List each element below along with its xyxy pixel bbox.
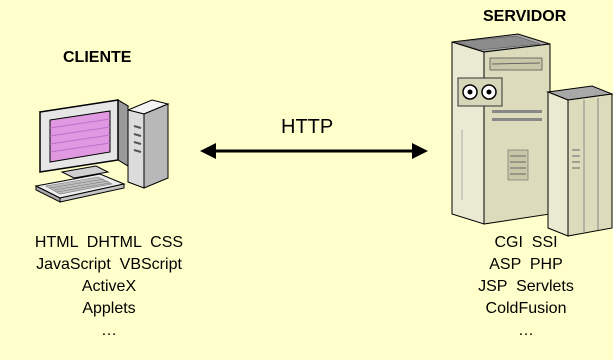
- client-technologies-list: HTML DHTML CSS JavaScript VBScript Activ…: [0, 232, 218, 342]
- list-item: …: [101, 322, 117, 339]
- desktop-computer-icon: [34, 99, 170, 203]
- list-item: ColdFusion: [485, 300, 567, 317]
- list-item: …: [518, 322, 534, 339]
- client-title: CLIENTE: [63, 49, 132, 66]
- list-item: CGI SSI: [494, 234, 558, 251]
- server-title: SERVIDOR: [483, 8, 567, 25]
- list-item: Applets: [82, 300, 136, 317]
- list-item: JavaScript VBScript: [36, 256, 182, 273]
- http-bidirectional-arrow: [200, 143, 428, 159]
- list-item: ASP PHP: [489, 256, 563, 273]
- http-label: HTTP: [281, 116, 334, 138]
- server-icon: [451, 33, 613, 237]
- list-item: JSP Servlets: [478, 278, 574, 295]
- server-technologies-list: CGI SSI ASP PHP JSP Servlets ColdFusion …: [440, 232, 612, 342]
- list-item: HTML DHTML CSS: [34, 234, 184, 251]
- list-item: ActiveX: [81, 278, 137, 295]
